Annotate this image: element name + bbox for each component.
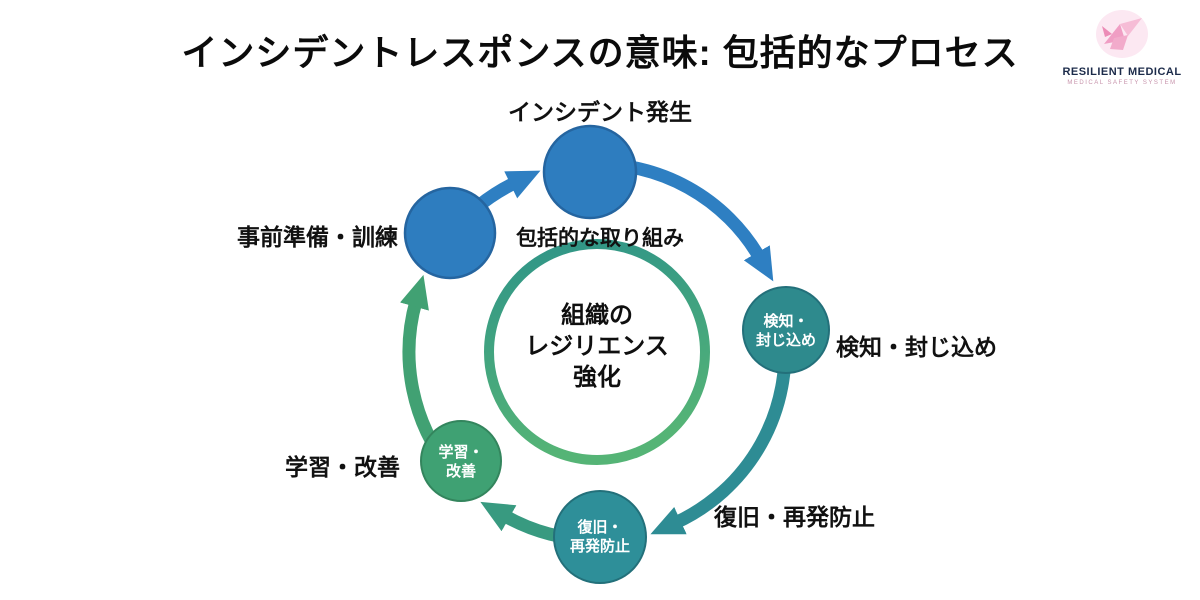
center-top-label: 包括的な取り組み xyxy=(516,227,684,250)
node-text-detection-containment: 検知・ 封じ込め xyxy=(755,313,816,349)
node-circle-detection-containment xyxy=(742,286,830,374)
label-learning-improvement: 学習・改善 xyxy=(285,454,400,480)
center-ring xyxy=(484,239,710,465)
origami-bird-icon xyxy=(1094,10,1150,64)
node-circle-learning-improvement xyxy=(420,420,502,502)
logo-subtitle: MEDICAL SAFETY SYSTEM xyxy=(1067,80,1177,86)
label-incident-occurrence: インシデント発生 xyxy=(508,99,692,125)
label-detection-containment: 検知・封じ込め xyxy=(836,334,997,360)
node-circle-recovery-prevention xyxy=(553,490,647,584)
node-text-learning-improvement: 学習・ 改善 xyxy=(438,444,484,480)
node-circle-preparation-training xyxy=(403,186,497,280)
label-preparation-training: 事前準備・訓練 xyxy=(237,224,398,250)
node-circle-incident-occurrence xyxy=(542,124,638,220)
logo: RESILIENT MEDICAL MEDICAL SAFETY SYSTEM xyxy=(1056,8,1188,86)
node-text-recovery-prevention: 復旧・ 再発防止 xyxy=(569,519,630,555)
center-text: 組織の レジリエンス 強化 xyxy=(525,302,669,391)
logo-name: RESILIENT MEDICAL xyxy=(1062,66,1182,78)
label-recovery-prevention: 復旧・再発防止 xyxy=(714,504,875,530)
page-title: インシデントレスポンスの意味: 包括的なプロセス xyxy=(181,32,1019,73)
